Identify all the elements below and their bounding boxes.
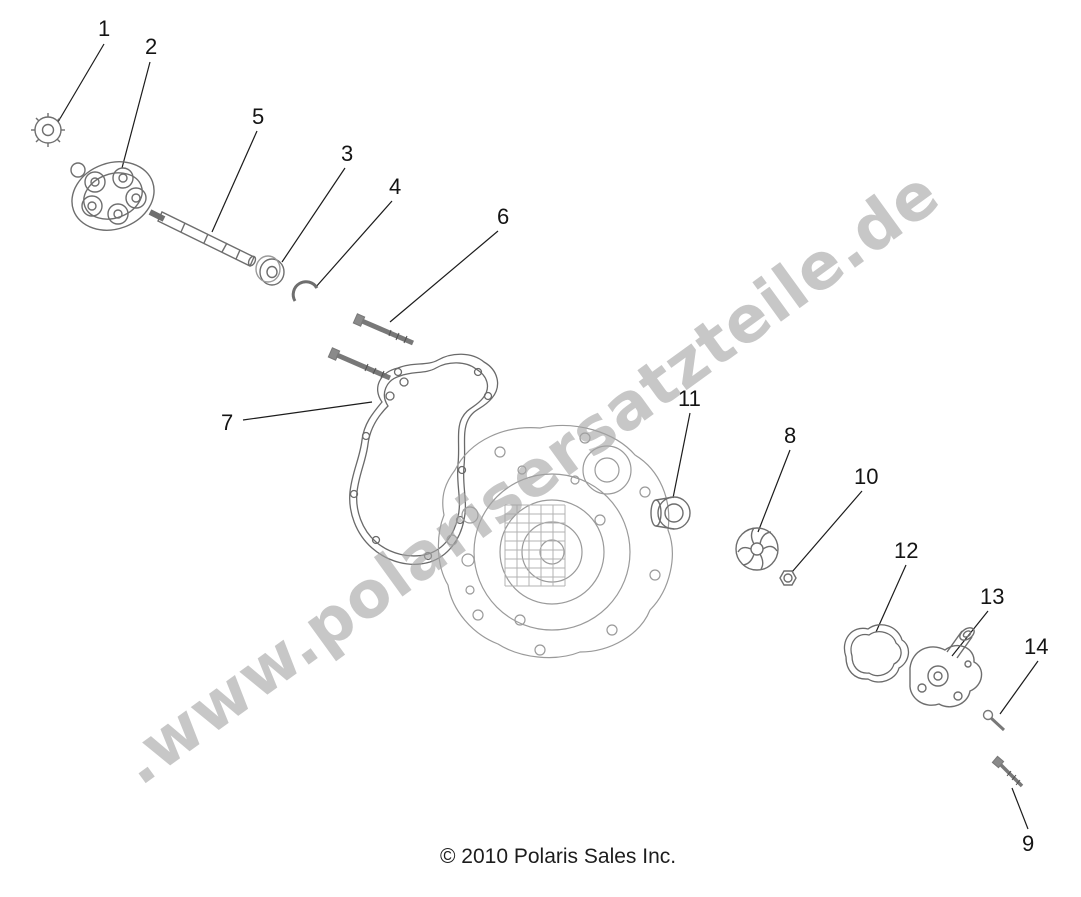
callout-10: 10 (854, 464, 879, 489)
impeller-nut (779, 570, 797, 586)
impeller (735, 527, 779, 571)
cover-gasket (349, 353, 499, 565)
water-pump-housing (909, 627, 983, 708)
callout-11: 11 (678, 386, 701, 411)
callout-8: 8 (784, 423, 797, 448)
callout-4: 4 (389, 174, 402, 199)
crankcase-cover (437, 424, 673, 659)
callout-5: 5 (252, 104, 265, 129)
water-pump-gasket (843, 624, 910, 683)
callout-3: 3 (341, 141, 354, 166)
oil-pump-gear (31, 113, 65, 147)
washer (255, 255, 285, 286)
callout-7: 7 (221, 410, 234, 435)
bolt-9 (991, 755, 1024, 788)
callout-12: 12 (894, 538, 919, 563)
callout-14: 14 (1024, 634, 1049, 659)
leader-lines (57, 43, 1039, 830)
copyright-text: © 2010 Polaris Sales Inc. (440, 845, 677, 868)
pump-shaft (157, 211, 257, 267)
callout-13: 13 (980, 584, 1005, 609)
callout-2: 2 (145, 34, 158, 59)
plug-cap (650, 496, 691, 530)
bolt-14 (982, 709, 1006, 732)
snap-ring-icon (291, 280, 319, 302)
callout-1: 1 (98, 16, 111, 41)
callout-6: 6 (497, 204, 510, 229)
callout-9: 9 (1022, 831, 1035, 856)
oil-pump-rotor (70, 161, 166, 231)
mounting-bolts (327, 313, 414, 381)
